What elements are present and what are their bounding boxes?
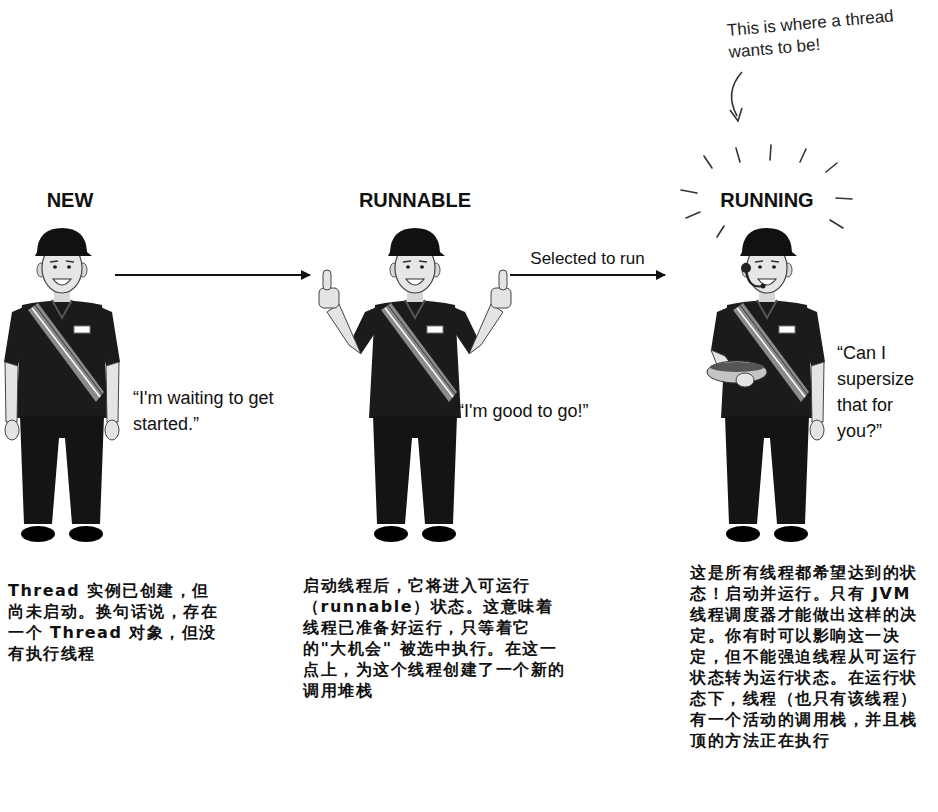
state-description: 启动线程后，它将进入可运行（runnable）状态。这意味着线程已准备好运行，只… xyxy=(303,575,567,701)
transition-arrow xyxy=(510,274,665,276)
edge-label: Selected to run xyxy=(526,249,648,269)
burst-lines xyxy=(681,145,852,237)
state-heading: NEW xyxy=(47,188,94,212)
person-runnable xyxy=(319,228,511,542)
speech-quote: “I'm waiting to get started.” xyxy=(133,385,278,437)
state-description: Thread 实例已创建，但尚未启动。换句话说，存在一个 Thread 对象，但… xyxy=(8,580,222,664)
state-heading: RUNNABLE xyxy=(359,188,471,212)
note-arrow xyxy=(730,72,742,121)
state-node: RUNNING“Can I supersize that for you?”这是… xyxy=(665,180,840,545)
person-new xyxy=(4,228,120,542)
speech-quote: “Can I supersize that for you?” xyxy=(837,340,929,444)
note-label: This is where a thread wants to be! xyxy=(726,3,929,64)
state-description: 这是所有线程都希望达到的状态！启动并运行。只有 JVM 线程调度器才能做出这样的… xyxy=(690,562,930,751)
state-node: NEW“I'm waiting to get started.”Thread 实… xyxy=(10,180,115,545)
state-heading: RUNNING xyxy=(720,188,813,212)
speech-quote: “I'm good to go!” xyxy=(458,398,628,424)
person-running xyxy=(707,228,825,542)
state-node: RUNNABLE“I'm good to go!”启动线程后，它将进入可运行（r… xyxy=(310,180,510,545)
transition-arrow xyxy=(115,274,310,276)
